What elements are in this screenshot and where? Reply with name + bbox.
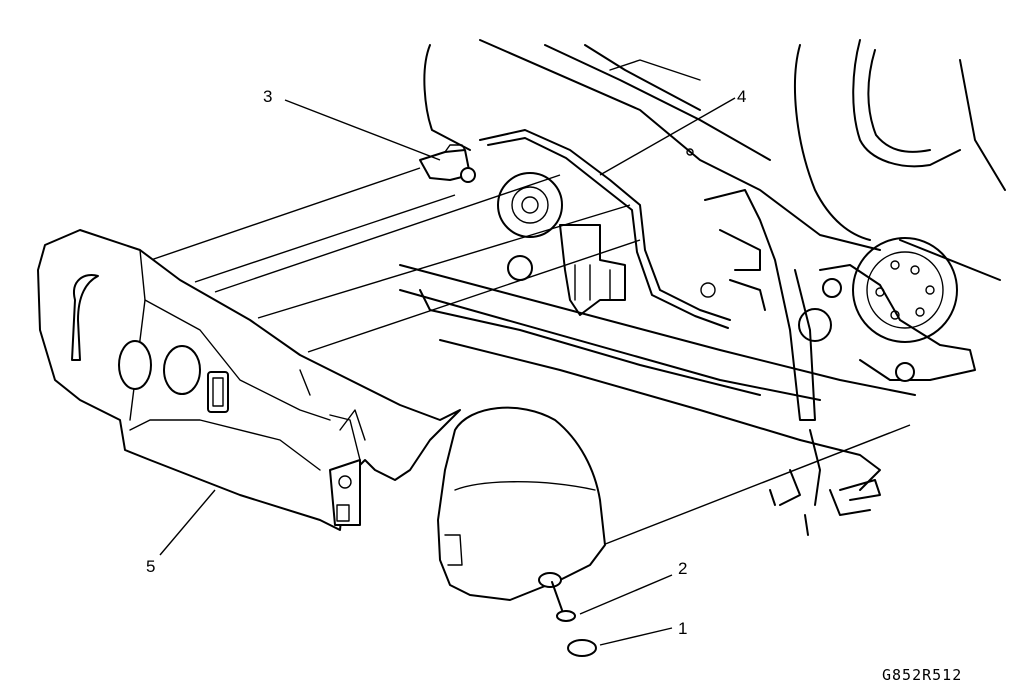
callout-leaders bbox=[159, 97, 736, 646]
callout-3: 3 bbox=[263, 87, 272, 106]
side-trim-panel bbox=[37, 229, 461, 531]
screw-cover-cap bbox=[567, 639, 597, 657]
seat-frame-background bbox=[399, 39, 1006, 536]
seat-side-shield bbox=[437, 406, 606, 601]
figure-id: G852R512 bbox=[882, 666, 962, 684]
callout-4: 4 bbox=[737, 87, 746, 106]
assembly-guide-lines bbox=[144, 167, 911, 551]
screw-fastener bbox=[551, 581, 576, 622]
callout-1: 1 bbox=[678, 619, 687, 638]
callout-2: 2 bbox=[678, 559, 687, 578]
callout-5: 5 bbox=[146, 557, 155, 576]
